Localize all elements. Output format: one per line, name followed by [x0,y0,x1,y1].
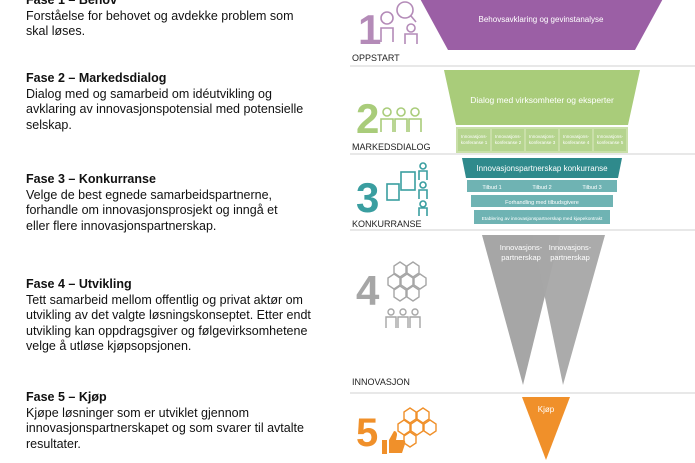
konferanse-box [458,129,490,151]
konferanse-box [560,129,592,151]
phase-3-title: Fase 3 – Konkurranse [26,172,156,186]
konferanse-group: Innovasjons-konferanse 1 Innovasjons-konf… [458,129,626,151]
konferanse-label: Innovasjons-konferanse 1 [461,134,488,145]
tilbud-row [467,180,617,192]
phase-1-title: Fase 1 – Behov [26,0,118,7]
konferanse-box [492,129,524,151]
phase-5-description: Kjøpe løsninger som er utviklet gjennom … [26,405,304,451]
phase-3-description: Velge de best egnede samarbeidspartnerne… [26,187,278,233]
funnel-band-3 [462,158,622,178]
partnerskap-labels: Innovasjons-partnerskap Innovasjons-partn… [500,243,592,262]
phase-1: Fase 1 – Behov Forståelse for behovet og… [26,0,326,40]
konferanse-box [594,129,626,151]
phase-2: Fase 2 – Markedsdialog Dialog med og sam… [26,71,326,133]
people-icon [380,107,422,132]
konferanse-box [526,129,558,151]
hexagon-cluster-icon [397,407,437,448]
document-people-icon [386,162,428,216]
stage-2-number: 2 [356,95,379,142]
partnerskap-label: Innovasjons-partnerskap [500,243,543,262]
phase-5-title: Fase 5 – Kjøp [26,390,107,404]
stage-2-label: MARKEDSDIALOG [352,142,431,152]
stage-5-number: 5 [356,411,378,455]
stage-4-number: 4 [356,267,380,314]
band-1-text: Behovsavklaring og gevinstanalyse [479,15,605,24]
forhandling-text: Forhandling med tilbudsgivere [505,200,579,206]
tilbud-label: Tilbud 1 [482,185,501,191]
people-icon [380,1,418,44]
phase-4-title: Fase 4 – Utvikling [26,277,132,291]
tilbud-label: Tilbud 2 [532,185,551,191]
phase-1-description: Forståelse for behovet og avdekke proble… [26,8,294,39]
phase-2-title: Fase 2 – Markedsdialog [26,71,167,85]
partnerskap-funnel-2 [532,235,605,385]
konferanse-label: Innovasjons-konferanse 5 [597,134,624,145]
hexagon-cluster-icon [387,261,427,302]
etablering-bar [474,210,610,224]
forhandling-bar [471,195,613,207]
phase-4-description: Tett samarbeid mellom offentlig og priva… [26,292,311,354]
partnerskap-label: Innovasjons-partnerskap [549,243,592,262]
tilbud-group: Tilbud 1 Tilbud 2 Tilbud 3 [482,185,601,191]
kjop-funnel [522,397,570,460]
stage-1-number: 1 [358,6,381,53]
konferanse-label: Innovasjons-konferanse 3 [529,134,556,145]
tilbud-label: Tilbud 3 [582,185,601,191]
people-icon [385,308,421,328]
kjop-text: Kjøp [538,405,555,414]
band-3-text: Innovasjonspartnerskap konkurranse [476,164,608,173]
band-2-text: Dialog med virksomheter og eksperter [470,95,614,105]
etablering-text: Etablering av innovasjonspartnerskap med… [482,216,603,222]
thumbs-up-icon [382,431,406,454]
phase-3: Fase 3 – Konkurranse Velge de best egned… [26,172,326,234]
stage-4-label: INNOVASJON [352,377,410,387]
stage-1-label: OPPSTART [352,53,400,63]
stage-3-number: 3 [356,174,379,221]
phase-2-description: Dialog med og samarbeid om idéutvikling … [26,86,304,132]
funnel-band-2 [444,70,640,125]
phase-4: Fase 4 – Utvikling Tett samarbeid mellom… [26,277,326,355]
konferanse-label: Innovasjons-konferanse 2 [495,134,522,145]
phase-5: Fase 5 – Kjøp Kjøpe løsninger som er utv… [26,390,326,452]
stage-3-label: KONKURRANSE [352,219,422,229]
funnel-band-1 [420,0,663,50]
konferanse-label: Innovasjons-konferanse 4 [563,134,590,145]
